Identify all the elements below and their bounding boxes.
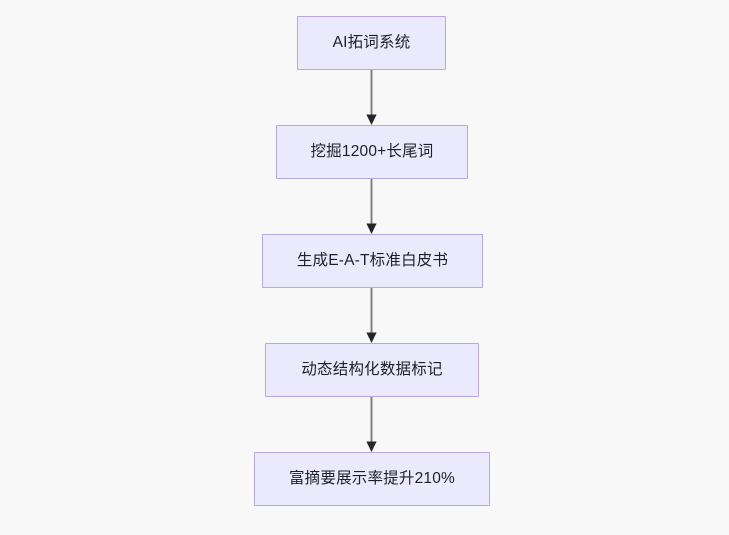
flow-node-label: 生成E-A-T标准白皮书 xyxy=(296,251,449,269)
flow-node-label: 富摘要展示率提升210% xyxy=(288,469,456,487)
edge-n3-n4 xyxy=(366,288,377,343)
flow-node-ai-keyword-system[interactable]: AI拓词系统 xyxy=(297,16,446,70)
flow-node-generate-eat-whitepaper[interactable]: 生成E-A-T标准白皮书 xyxy=(262,234,483,288)
edge-n2-n3 xyxy=(366,179,377,234)
flow-node-label: AI拓词系统 xyxy=(332,33,411,51)
flow-node-label: 动态结构化数据标记 xyxy=(301,360,443,378)
flow-node-dynamic-structured-data-markup[interactable]: 动态结构化数据标记 xyxy=(265,343,479,397)
edge-n1-n2 xyxy=(366,70,377,125)
flow-node-rich-snippet-rate-increase[interactable]: 富摘要展示率提升210% xyxy=(254,452,490,506)
edge-n4-n5 xyxy=(366,397,377,452)
flow-node-mine-longtail-keywords[interactable]: 挖掘1200+长尾词 xyxy=(276,125,468,179)
flow-node-label: 挖掘1200+长尾词 xyxy=(310,142,434,160)
